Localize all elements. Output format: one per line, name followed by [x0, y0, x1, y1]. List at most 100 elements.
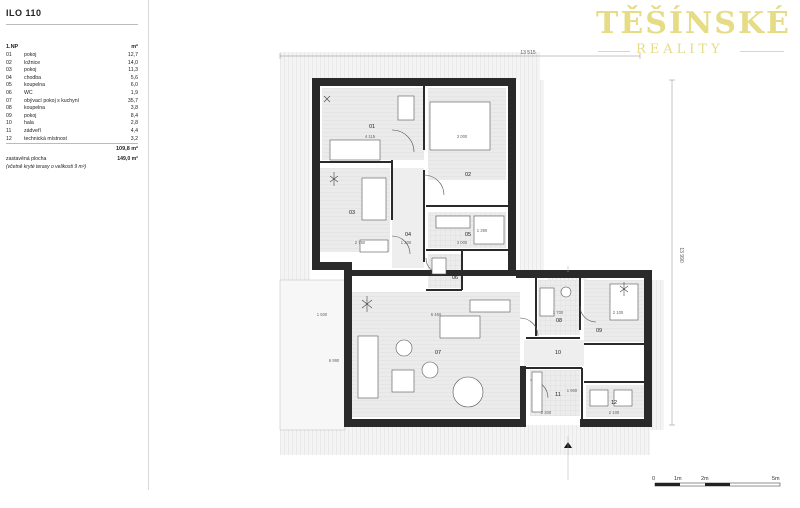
dimension-label: 2 100	[609, 410, 620, 415]
dimension-label: 1 900	[567, 388, 578, 393]
dimension-label: 2 750	[355, 240, 366, 245]
terrace-note: (včetně kryté terasy o velikosti 9 m²)	[6, 164, 87, 170]
plan-title: ILO 110	[6, 8, 42, 18]
toilet	[431, 257, 447, 275]
furniture	[329, 95, 639, 413]
scale-bar	[654, 482, 781, 487]
room-number: 10	[555, 350, 561, 356]
room-no: 11	[6, 127, 12, 134]
armchair	[421, 361, 439, 379]
room-no: 12	[6, 135, 12, 142]
room-name: koupelna	[24, 82, 46, 89]
dimension-label: 1 390	[477, 228, 488, 233]
room-name: pokoj	[24, 112, 37, 119]
room-number: 11	[555, 392, 561, 398]
dimension-lines	[279, 53, 675, 426]
vanity	[435, 215, 471, 229]
dimension-label: 1 700	[553, 310, 564, 315]
scale-label: 0	[652, 476, 656, 482]
room-no: 09	[6, 112, 12, 119]
room-number: 06	[452, 275, 458, 281]
floor-label: 1.NP	[6, 44, 19, 50]
logo-line	[740, 51, 784, 52]
room-no: 05	[6, 82, 12, 89]
room-row: 03 pokoj 11,3	[6, 67, 138, 75]
kitchen-counter	[469, 299, 511, 313]
room-area: 6,0	[130, 82, 138, 89]
logo-wordmark: TĚŠÍNSKÉ	[596, 6, 791, 41]
built-area-label: zastavěná plocha	[6, 156, 47, 162]
divider	[6, 143, 138, 144]
room-row: 09 pokoj 8,4	[6, 113, 138, 121]
room-number: 12	[611, 400, 617, 406]
terrace-decking	[279, 52, 664, 455]
room-numbers: 01 02 03 04 05 06 07 08 09 10 11 12	[349, 124, 617, 406]
room-area: 8,4	[130, 112, 138, 119]
wardrobe	[359, 239, 389, 253]
room-number: 09	[596, 328, 602, 334]
scale-label: 1m	[674, 476, 682, 482]
room-name: technická místnost	[24, 135, 67, 142]
dimension-label: 1 200	[401, 240, 412, 245]
room-area: 5,6	[130, 74, 138, 81]
room-no: 10	[6, 120, 12, 127]
room-row: 05 koupelna 6,0	[6, 82, 138, 90]
room-no: 03	[6, 67, 12, 74]
room-name: pokoj	[24, 52, 37, 58]
room-no: 08	[6, 105, 12, 112]
toilet	[560, 286, 572, 298]
boiler	[589, 389, 609, 407]
bathtub	[473, 215, 505, 245]
divider	[6, 24, 138, 25]
overall-width: 13 515	[520, 50, 536, 56]
partitions	[320, 86, 644, 420]
dimension-label: 2 300	[541, 410, 552, 415]
bed	[329, 139, 381, 161]
room-name: hala	[24, 120, 34, 127]
tank	[613, 389, 633, 407]
room-name: chodba	[24, 74, 42, 81]
door-swings	[391, 129, 597, 399]
logo-line	[598, 51, 630, 52]
dimension-label: 6 990	[329, 358, 340, 363]
room-number: 05	[465, 232, 471, 238]
room-area: 3,2	[130, 135, 138, 142]
scale-label: 5m	[772, 476, 780, 482]
dimension-label: 4 115	[365, 134, 376, 139]
room-name: pokoj	[24, 67, 37, 74]
dimension-label: 6 460	[431, 312, 442, 317]
room-area: 1,9	[130, 89, 138, 96]
room-number: 01	[369, 124, 375, 130]
dimension-label: 2 100	[613, 310, 624, 315]
room-area: 4,4	[130, 127, 138, 134]
inner-dimensions: 4 115 3 000 2 750 1 200 3 000 1 390 1 50…	[317, 134, 624, 415]
room-no: 06	[6, 89, 12, 96]
shoe-cabinet	[531, 371, 543, 413]
room-row: 12 technická místnost 3,2	[6, 136, 138, 144]
scale-label: 2m	[701, 476, 709, 482]
room-name: koupelna	[24, 105, 46, 112]
room-area: 11,3	[128, 67, 138, 74]
room-area: 35,7	[127, 97, 138, 104]
sofa	[357, 335, 379, 399]
kitchen-island	[439, 315, 481, 339]
room-number: 08	[556, 318, 562, 324]
unit-label: m²	[131, 44, 138, 50]
room-number: 04	[405, 232, 411, 238]
floor-header: 1.NP m²	[6, 44, 138, 50]
room-name: obývací pokoj s kuchyní	[24, 97, 80, 104]
logo-subtitle: REALITY	[636, 42, 724, 57]
room-name: ložnice	[24, 59, 41, 66]
room-area: 12,7	[127, 52, 138, 58]
armchair	[395, 339, 413, 357]
room-area: 14,0	[127, 59, 138, 66]
dining-table	[452, 376, 484, 408]
dimension-label: 1 500	[317, 312, 328, 317]
shower	[539, 287, 555, 317]
